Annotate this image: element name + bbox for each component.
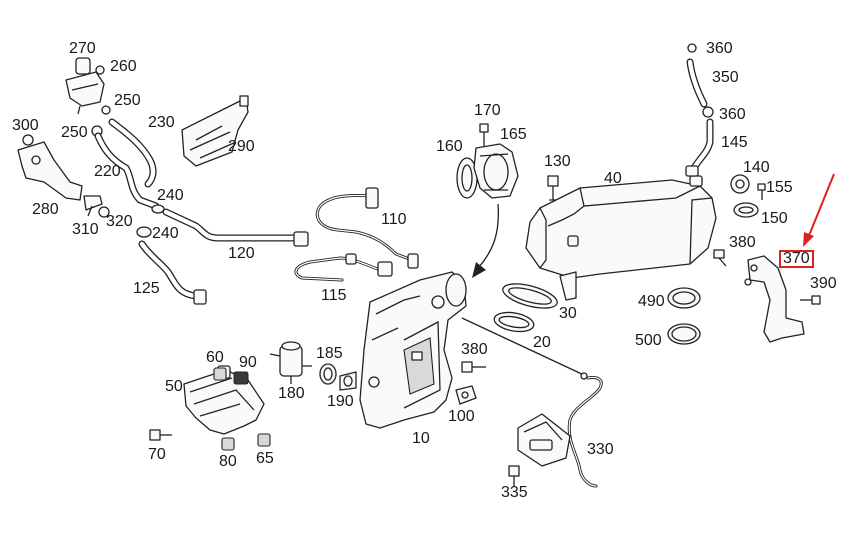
- part-500-gasket: [667, 323, 701, 345]
- part-140-sensor: [730, 174, 750, 194]
- label-155: 155: [766, 179, 793, 196]
- part-125-pipe: [138, 240, 207, 305]
- part-110-temperature-sensor: [315, 187, 419, 269]
- part-260-pressure-sensor: [65, 57, 105, 115]
- label-270: 270: [69, 40, 96, 57]
- part-335-bolt: [508, 465, 520, 486]
- label-20: 20: [533, 334, 551, 351]
- part-70-bolt: [149, 429, 172, 441]
- label-290: 290: [228, 138, 255, 155]
- part-180-fitting: [269, 341, 312, 384]
- label-500: 500: [635, 332, 662, 349]
- label-240-lower: 240: [152, 225, 179, 242]
- label-380-lower: 380: [461, 341, 488, 358]
- part-360-clamp: [687, 43, 714, 118]
- part-380-bolt-lower: [461, 361, 486, 373]
- part-60-nut: [213, 367, 227, 381]
- label-370-highlighted: 370: [779, 250, 814, 268]
- label-50: 50: [165, 378, 183, 395]
- part-250-cap: [91, 105, 111, 137]
- part-380-bolt: [713, 249, 727, 267]
- label-240-upper: 240: [157, 187, 184, 204]
- label-350: 350: [712, 69, 739, 86]
- label-115: 115: [321, 287, 347, 304]
- part-150-clamp: [733, 202, 759, 218]
- label-220: 220: [94, 163, 121, 180]
- part-230-hose: [108, 118, 157, 188]
- part-280-bracket: [17, 134, 83, 201]
- label-100: 100: [448, 408, 475, 425]
- label-180: 180: [278, 385, 305, 402]
- label-80: 80: [219, 453, 237, 470]
- label-90: 90: [239, 354, 257, 371]
- label-490: 490: [638, 293, 665, 310]
- label-190: 190: [327, 393, 354, 410]
- part-290-heat-shield: [181, 95, 249, 167]
- part-30-clamp: [502, 283, 558, 309]
- label-280: 280: [32, 201, 59, 218]
- label-170: 170: [474, 102, 501, 119]
- highlight-arrow: [803, 173, 835, 247]
- part-320-clamp: [98, 206, 110, 218]
- part-350-hose: [686, 58, 708, 108]
- part-490-clamp: [667, 287, 701, 309]
- label-250-upper: 250: [114, 92, 141, 109]
- label-230: 230: [148, 114, 175, 131]
- part-370-bracket: [744, 255, 805, 343]
- label-330: 330: [587, 441, 614, 458]
- part-310-bolt: [83, 195, 103, 217]
- part-120-pipe: [162, 208, 309, 247]
- part-155-bolt: [757, 183, 766, 200]
- label-40: 40: [604, 170, 622, 187]
- part-220-hose: [94, 132, 160, 210]
- label-150: 150: [761, 210, 788, 227]
- part-190-clamp: [339, 371, 357, 391]
- part-165-clamp: [473, 143, 519, 199]
- label-70: 70: [148, 446, 166, 463]
- part-185-clamp: [319, 363, 337, 385]
- label-60: 60: [206, 349, 224, 366]
- part-170-bolt: [479, 123, 489, 146]
- label-300: 300: [12, 117, 39, 134]
- part-390-bolt: [800, 295, 821, 305]
- reference-line: [461, 317, 587, 377]
- label-165: 165: [500, 126, 527, 143]
- part-100-nut: [455, 385, 477, 405]
- part-90-nut: [233, 371, 249, 385]
- part-130-bolt: [547, 175, 559, 201]
- part-10-catalytic-converter: [359, 271, 467, 429]
- label-260: 260: [110, 58, 137, 75]
- part-240-clamp: [136, 204, 165, 238]
- label-130: 130: [544, 153, 571, 170]
- label-250-lower: 250: [61, 124, 88, 141]
- label-185: 185: [316, 345, 343, 362]
- label-360-lower: 360: [719, 106, 746, 123]
- label-160: 160: [436, 138, 463, 155]
- assembly-arrow: [472, 203, 500, 278]
- label-120: 120: [228, 245, 255, 262]
- label-390: 390: [810, 275, 837, 292]
- label-360-upper: 360: [706, 40, 733, 57]
- label-310: 310: [72, 221, 99, 238]
- label-30: 30: [559, 305, 577, 322]
- label-10: 10: [412, 430, 430, 447]
- label-110: 110: [381, 211, 407, 228]
- part-65-nut: [257, 433, 271, 447]
- part-40-particulate-filter: [525, 175, 717, 301]
- label-335: 335: [501, 484, 528, 501]
- part-80-nut: [221, 437, 235, 451]
- label-145: 145: [721, 134, 748, 151]
- label-125: 125: [133, 280, 160, 297]
- part-145-pipe: [685, 118, 714, 177]
- part-115-temperature-sensor: [294, 253, 393, 282]
- part-20-gasket: [493, 311, 535, 333]
- label-140: 140: [743, 159, 770, 176]
- part-330-nox-sensor: [517, 372, 603, 488]
- label-320: 320: [106, 213, 133, 230]
- label-380-upper: 380: [729, 234, 756, 251]
- label-65: 65: [256, 450, 274, 467]
